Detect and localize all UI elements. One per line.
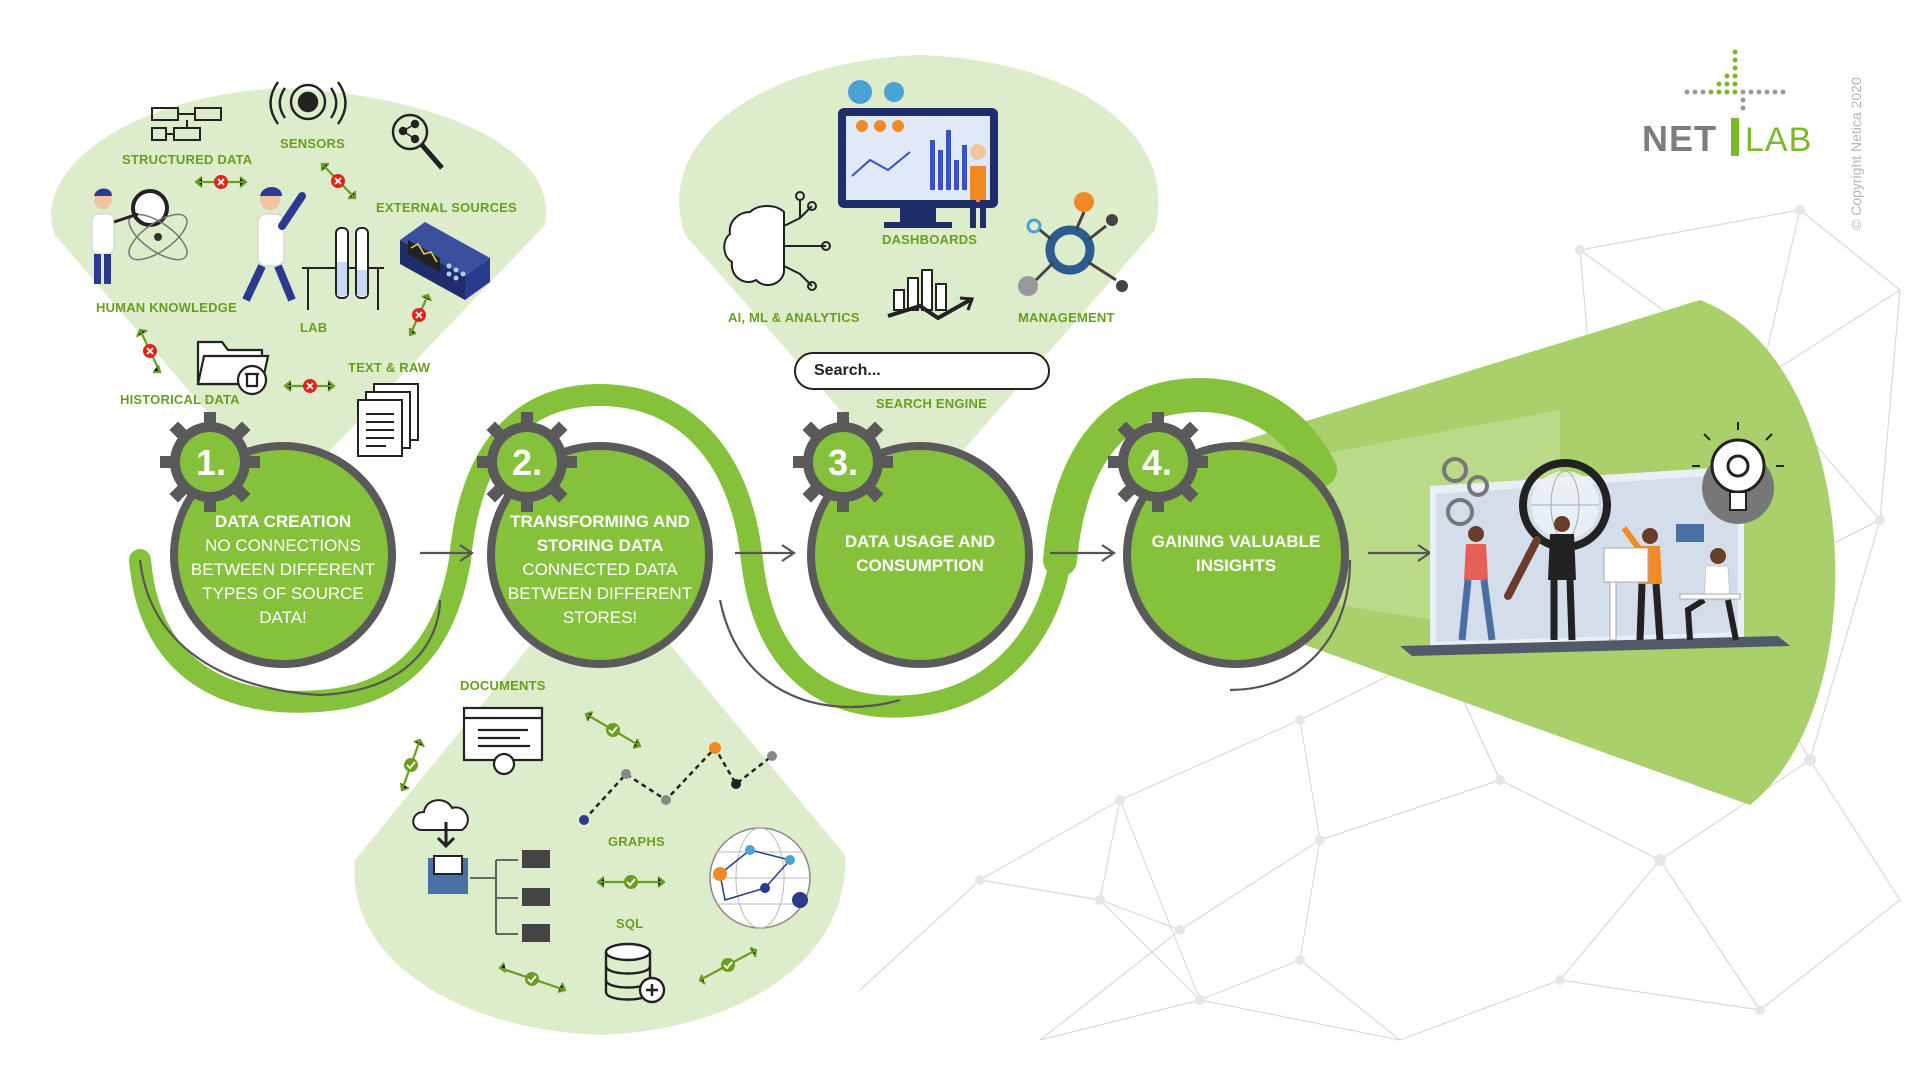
logo-dots	[1708, 49, 1738, 95]
step-number-4: 4.	[1142, 442, 1173, 483]
structured-data-icon	[151, 107, 222, 141]
step-4-text: GAINING VALUABLE INSIGHTS	[1146, 530, 1326, 578]
label-search-engine: SEARCH ENGINE	[876, 396, 987, 411]
documents-stack-icon	[357, 383, 419, 457]
scientist-magnifier-illustration	[91, 188, 188, 284]
label-graphs: GRAPHS	[608, 834, 665, 849]
logo-accent: LAB	[1745, 121, 1813, 159]
logo-dots-gray	[1684, 89, 1786, 111]
team-insight-illustration	[1400, 422, 1790, 656]
label-management: MANAGEMENT	[1018, 310, 1115, 325]
search-box[interactable]: Search...	[794, 352, 1050, 390]
step-circle-3	[793, 412, 1033, 668]
label-documents: DOCUMENTS	[460, 678, 546, 693]
label-human-knowledge: HUMAN KNOWLEDGE	[96, 300, 237, 315]
step-circle-1	[160, 412, 396, 668]
search-placeholder: Search...	[814, 362, 881, 379]
label-external-sources: EXTERNAL SOURCES	[376, 200, 517, 215]
step-2-title: TRANSFORMING AND STORING DATA	[510, 512, 690, 555]
external-device-illustration	[400, 222, 490, 300]
logo-divider	[1731, 118, 1739, 156]
step-3-text: DATA USAGE AND CONSUMPTION	[830, 530, 1010, 578]
label-sql: SQL	[616, 916, 644, 931]
step-4-title: GAINING VALUABLE INSIGHTS	[1151, 532, 1321, 575]
step-number-2: 2.	[512, 442, 543, 483]
logo-main: NET	[1642, 118, 1717, 159]
connected-arrows	[399, 710, 758, 994]
step-circle-2	[477, 412, 713, 668]
step-2-text: TRANSFORMING AND STORING DATA CONNECTED …	[500, 510, 700, 630]
label-structured-data: STRUCTURED DATA	[122, 152, 253, 167]
step-1-title: DATA CREATION	[214, 512, 352, 531]
bar-chart-trend-icon	[887, 269, 975, 321]
red-x-badges	[143, 174, 426, 393]
cloud-download-icon	[412, 799, 469, 894]
label-sensors: SENSORS	[280, 136, 345, 151]
step-circle-4	[1108, 412, 1349, 668]
check-badges	[404, 723, 735, 986]
scientist-testtube-illustration	[242, 187, 306, 302]
step-number-3: 3.	[828, 442, 859, 483]
flow-connectors	[138, 544, 1432, 709]
step-number-1: 1.	[196, 442, 227, 483]
label-text-raw: TEXT & RAW	[348, 360, 431, 375]
step-1-text: DATA CREATION NO CONNECTIONS BETWEEN DIF…	[173, 510, 393, 630]
document-window-icon	[462, 706, 544, 776]
step-1-body: NO CONNECTIONS BETWEEN DIFFERENT TYPES O…	[190, 536, 376, 627]
funnel-data-creation	[51, 88, 547, 500]
label-historical-data: HISTORICAL DATA	[120, 392, 240, 407]
label-ai-ml-analytics: AI, ML & ANALYTICS	[728, 310, 860, 325]
step-3-title: DATA USAGE AND CONSUMPTION	[844, 532, 996, 575]
step-2-body: CONNECTED DATA BETWEEN DIFFERENT STORES!	[507, 560, 693, 627]
ai-brain-icon	[723, 191, 831, 291]
sql-database-icon	[604, 942, 666, 1004]
copyright-text: © Copyright Netica 2020	[1848, 77, 1864, 230]
lab-table-icon	[302, 227, 384, 310]
netlab-logo: NET LAB	[1642, 118, 1812, 160]
label-lab: LAB	[300, 320, 328, 335]
label-dashboards: DASHBOARDS	[882, 232, 978, 247]
graph-line-chart-icon	[579, 742, 777, 825]
share-search-icon	[391, 113, 444, 170]
historical-folder-icon	[196, 340, 270, 396]
sensor-icon	[269, 81, 347, 125]
disconnected-arrows	[135, 162, 432, 392]
globe-network-icon	[709, 827, 811, 929]
management-network-icon	[1018, 192, 1128, 296]
funnel-transforming	[354, 560, 846, 1035]
dashboard-monitor-illustration	[838, 80, 998, 228]
flow-ribbon	[129, 377, 1337, 718]
folder-tree-icon	[470, 850, 550, 942]
